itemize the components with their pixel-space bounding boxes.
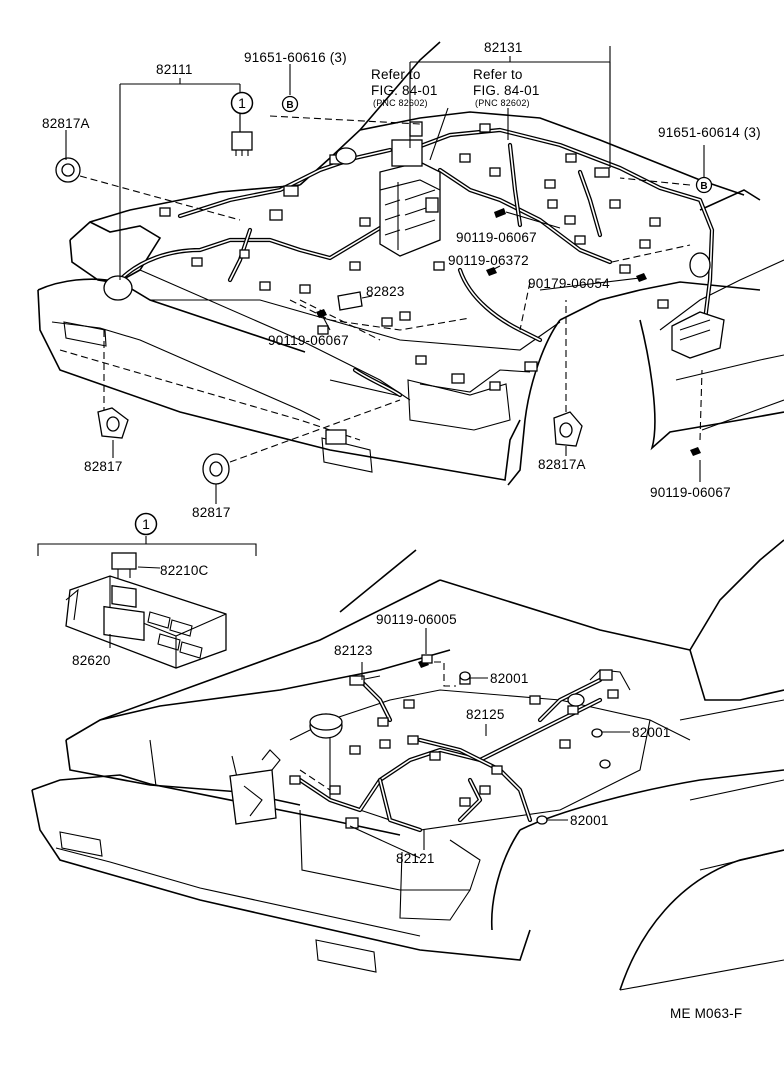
top-connectors	[159, 123, 669, 391]
top-leader-lines	[65, 56, 705, 504]
part-label-82817A-right: 82817A	[538, 457, 586, 472]
callout-b-right: B	[700, 181, 707, 192]
part-label-82210C: 82210C	[160, 563, 209, 578]
refer-label-1-line1: Refer to	[371, 67, 421, 82]
part-label-82121: 82121	[396, 851, 435, 866]
part-label-82125: 82125	[466, 707, 505, 722]
part-label-82001-b: 82001	[632, 725, 671, 740]
callout-1-top: 1	[238, 95, 246, 111]
part-label-90179-06054: 90179-06054	[528, 276, 610, 291]
part-label-90119-06005: 90119-06005	[376, 612, 457, 627]
top-clamps	[55, 147, 725, 485]
callout-circles: 1 1 B B	[134, 91, 713, 536]
part-label-82001-a: 82001	[490, 671, 529, 686]
top-wiring-harness	[117, 127, 715, 398]
inset-relay-block	[37, 536, 257, 669]
bottom-grommets	[418, 654, 611, 825]
part-label-82620: 82620	[72, 653, 111, 668]
junction-block	[379, 121, 441, 257]
callout-b-left: B	[286, 100, 293, 111]
part-label-82817-left: 82817	[84, 459, 123, 474]
bottom-leader-lines	[349, 628, 630, 859]
bottom-car-body	[31, 539, 784, 991]
part-label-82817A-left: 82817A	[42, 116, 90, 131]
refer-label-1-line2: FIG. 84-01	[371, 83, 438, 98]
part-label-82111: 82111	[156, 62, 193, 77]
part-label-91651-60616: 91651-60616 (3)	[244, 50, 347, 65]
part-label-82817-mid: 82817	[192, 505, 231, 520]
part-label-82131: 82131	[484, 40, 523, 55]
refer-label-2-line2: FIG. 84-01	[473, 83, 540, 98]
part-label-90119-06067-b: 90119-06067	[268, 333, 349, 348]
part-label-91651-60614: 91651-60614 (3)	[658, 125, 761, 140]
part-label-82001-c: 82001	[570, 813, 609, 828]
callout-1-inset: 1	[142, 516, 150, 532]
refer-label-2-line3: (PNC 82602)	[475, 98, 530, 108]
part-label-90119-06372: 90119-06372	[448, 253, 529, 268]
part-label-90119-06067-a: 90119-06067	[456, 230, 537, 245]
top-car-body	[37, 41, 784, 486]
part-label-82823: 82823	[366, 284, 405, 299]
part-label-90119-06067-c: 90119-06067	[650, 485, 731, 500]
figure-code: ME M063-F	[670, 1006, 743, 1021]
refer-label-2-line1: Refer to	[473, 67, 523, 82]
bottom-connectors	[289, 669, 619, 829]
part-label-82123: 82123	[334, 643, 373, 658]
relay-82111	[231, 131, 253, 156]
refer-label-1-line3: (PNC 82602)	[373, 98, 428, 108]
